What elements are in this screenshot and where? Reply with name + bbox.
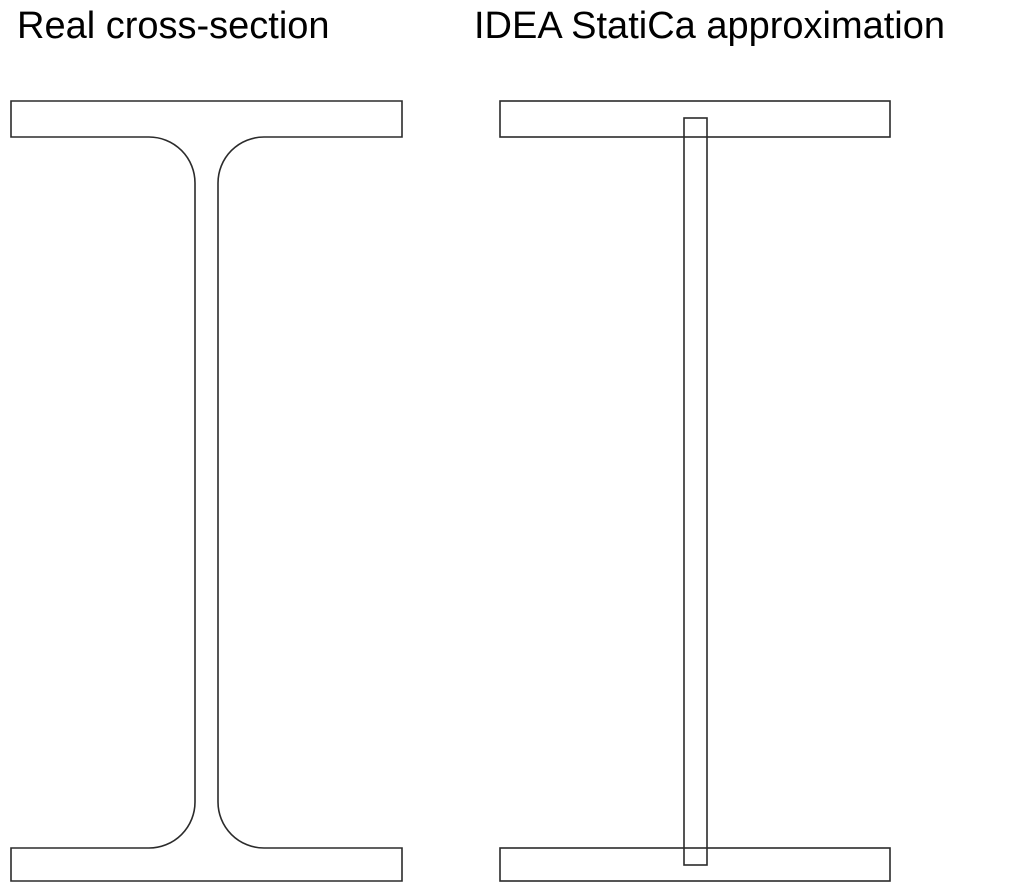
right-figure-title: IDEA StatiCa approximation: [474, 5, 946, 47]
real-cross-section-outline: [10, 100, 403, 882]
left-figure-title: Real cross-section: [17, 5, 330, 47]
approximation-bottom-flange-plate: [499, 847, 891, 882]
approximation-top-flange-plate: [499, 100, 891, 138]
approximation-web-plate: [683, 117, 708, 866]
